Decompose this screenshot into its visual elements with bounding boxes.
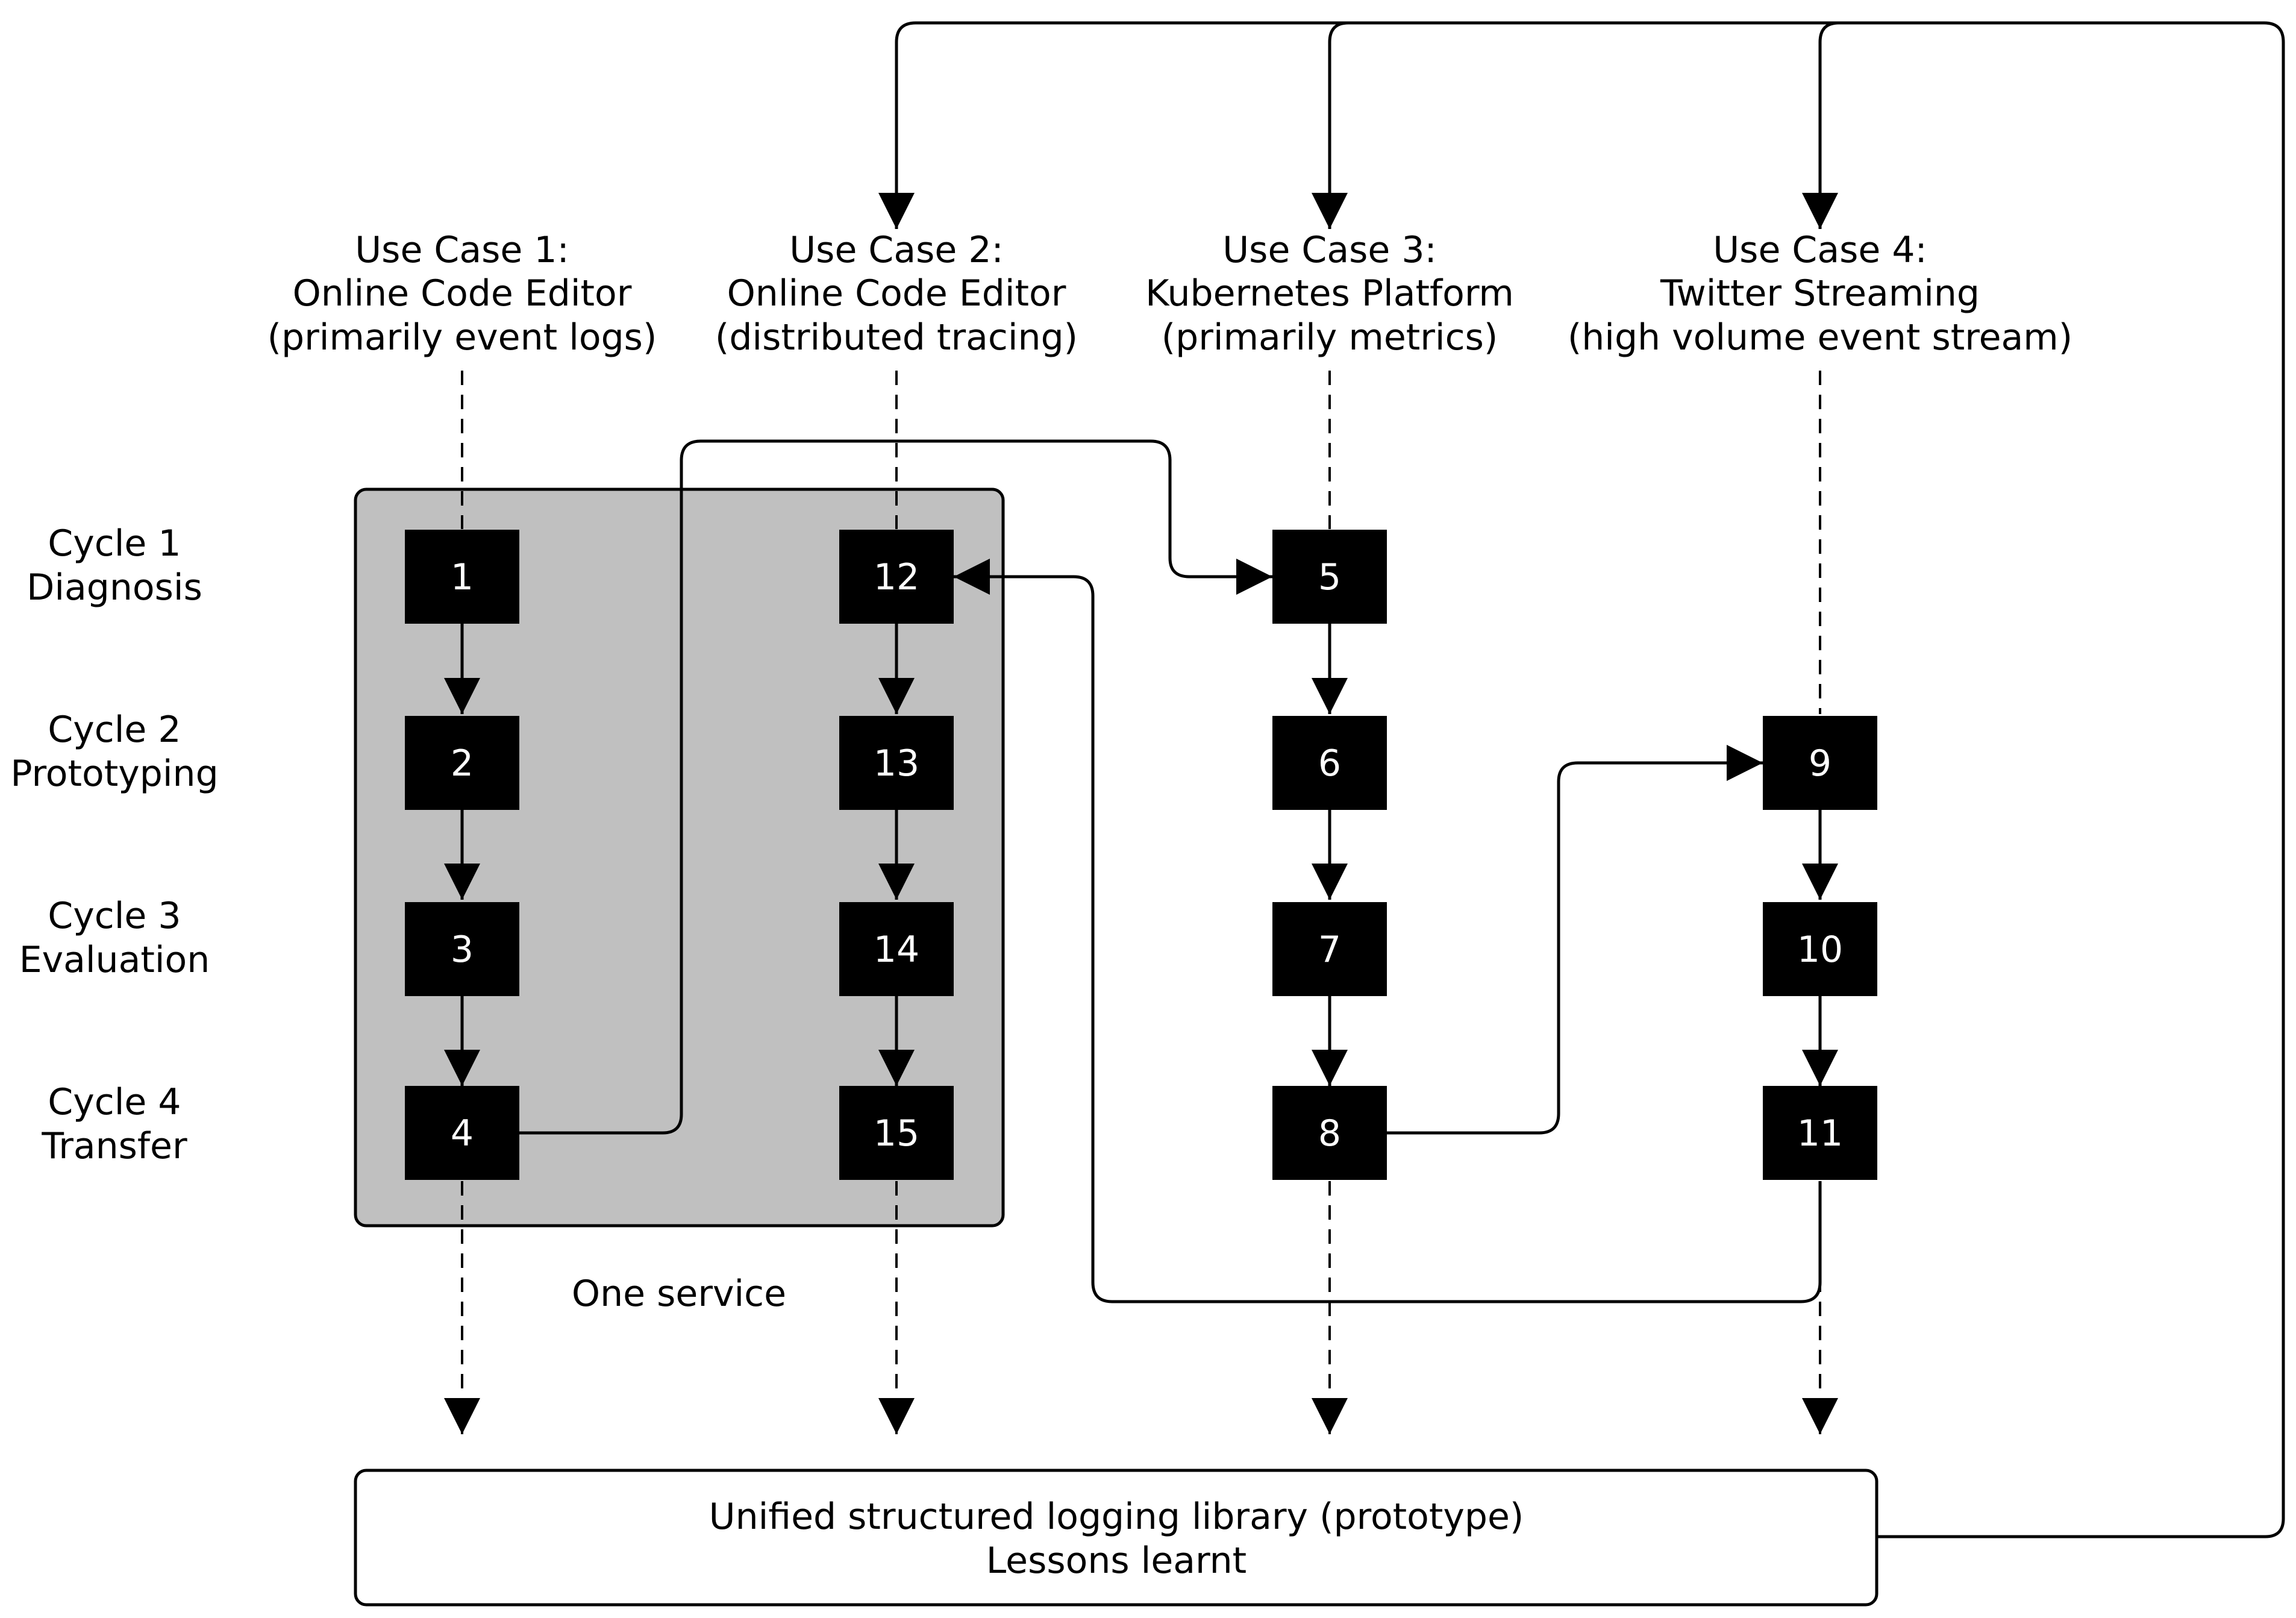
step-box-6 [1272, 716, 1387, 810]
use-case-4-line-3: (high volume event stream) [1568, 316, 2072, 359]
step-number-6: 6 [1318, 742, 1341, 785]
step-box-15 [839, 1086, 954, 1180]
step-number-9: 9 [1809, 742, 1831, 785]
use-case-4-line-2: Twitter Streaming [1660, 272, 1980, 315]
library-line-1: Unified structured logging library (prot… [709, 1496, 1524, 1538]
step-box-1 [405, 530, 519, 624]
step-box-11 [1763, 1086, 1877, 1180]
connector-4-to-5 [518, 439, 1272, 1135]
cycle-3-line-1: Cycle 3 [48, 895, 181, 937]
step-number-8: 8 [1318, 1112, 1341, 1155]
step-number-13: 13 [874, 742, 919, 785]
cycle-2-line-2: Prototyping [10, 753, 218, 795]
step-number-15: 15 [874, 1112, 919, 1155]
step-box-7 [1272, 902, 1387, 996]
feedback-loop-line [878, 21, 2285, 1538]
group-label: One service [572, 1273, 786, 1315]
cycle-4-line-2: Transfer [41, 1125, 187, 1167]
step-box-10 [1763, 902, 1877, 996]
use-case-3-line-2: Kubernetes Platform [1145, 272, 1514, 315]
step-box-4 [405, 1086, 519, 1180]
step-box-9 [1763, 716, 1877, 810]
step-number-1: 1 [451, 556, 474, 598]
cycle-2-line-1: Cycle 2 [48, 709, 181, 751]
feedback-branch-uc3 [1312, 21, 1349, 229]
use-case-1-line-1: Use Case 1: [355, 229, 569, 271]
step-box-12 [839, 530, 954, 624]
step-number-14: 14 [874, 929, 919, 971]
step-number-11: 11 [1797, 1112, 1843, 1155]
cycle-4-line-1: Cycle 4 [48, 1081, 181, 1123]
vertical-flow-arrows [444, 623, 1838, 1086]
use-case-titles: Use Case 1:Online Code Editor(primarily … [267, 229, 2073, 359]
logging-library-box [354, 1469, 1878, 1607]
connector-8-to-9 [1387, 745, 1763, 1135]
cycle-3-line-2: Evaluation [19, 939, 210, 981]
library-line-2: Lessons learnt [986, 1540, 1247, 1582]
one-service-group [354, 488, 1005, 1228]
cycle-1-line-1: Cycle 1 [48, 522, 181, 565]
step-number-12: 12 [874, 556, 919, 598]
feedback-branch-uc4 [1802, 21, 1839, 229]
use-case-4-line-1: Use Case 4: [1713, 229, 1927, 271]
use-case-2-line-1: Use Case 2: [789, 229, 1003, 271]
use-case-1-line-2: Online Code Editor [293, 272, 632, 315]
step-box-3 [405, 902, 519, 996]
step-box-14 [839, 902, 954, 996]
use-case-2-line-3: (distributed tracing) [715, 316, 1078, 359]
connector-11-to-12 [954, 559, 1822, 1303]
step-number-2: 2 [451, 742, 474, 785]
step-box-2 [405, 716, 519, 810]
use-case-3-line-1: Use Case 3: [1222, 229, 1436, 271]
step-number-3: 3 [451, 929, 474, 971]
use-case-1-line-3: (primarily event logs) [267, 316, 657, 359]
step-box-5 [1272, 530, 1387, 624]
step-box-8 [1272, 1086, 1387, 1180]
step-number-5: 5 [1318, 556, 1341, 598]
step-number-10: 10 [1797, 929, 1843, 971]
step-number-7: 7 [1318, 929, 1341, 971]
step-number-4: 4 [451, 1112, 474, 1155]
step-box-13 [839, 716, 954, 810]
use-case-2-line-2: Online Code Editor [727, 272, 1066, 315]
cycle-1-line-2: Diagnosis [27, 566, 202, 609]
use-case-3-line-3: (primarily metrics) [1162, 316, 1498, 359]
